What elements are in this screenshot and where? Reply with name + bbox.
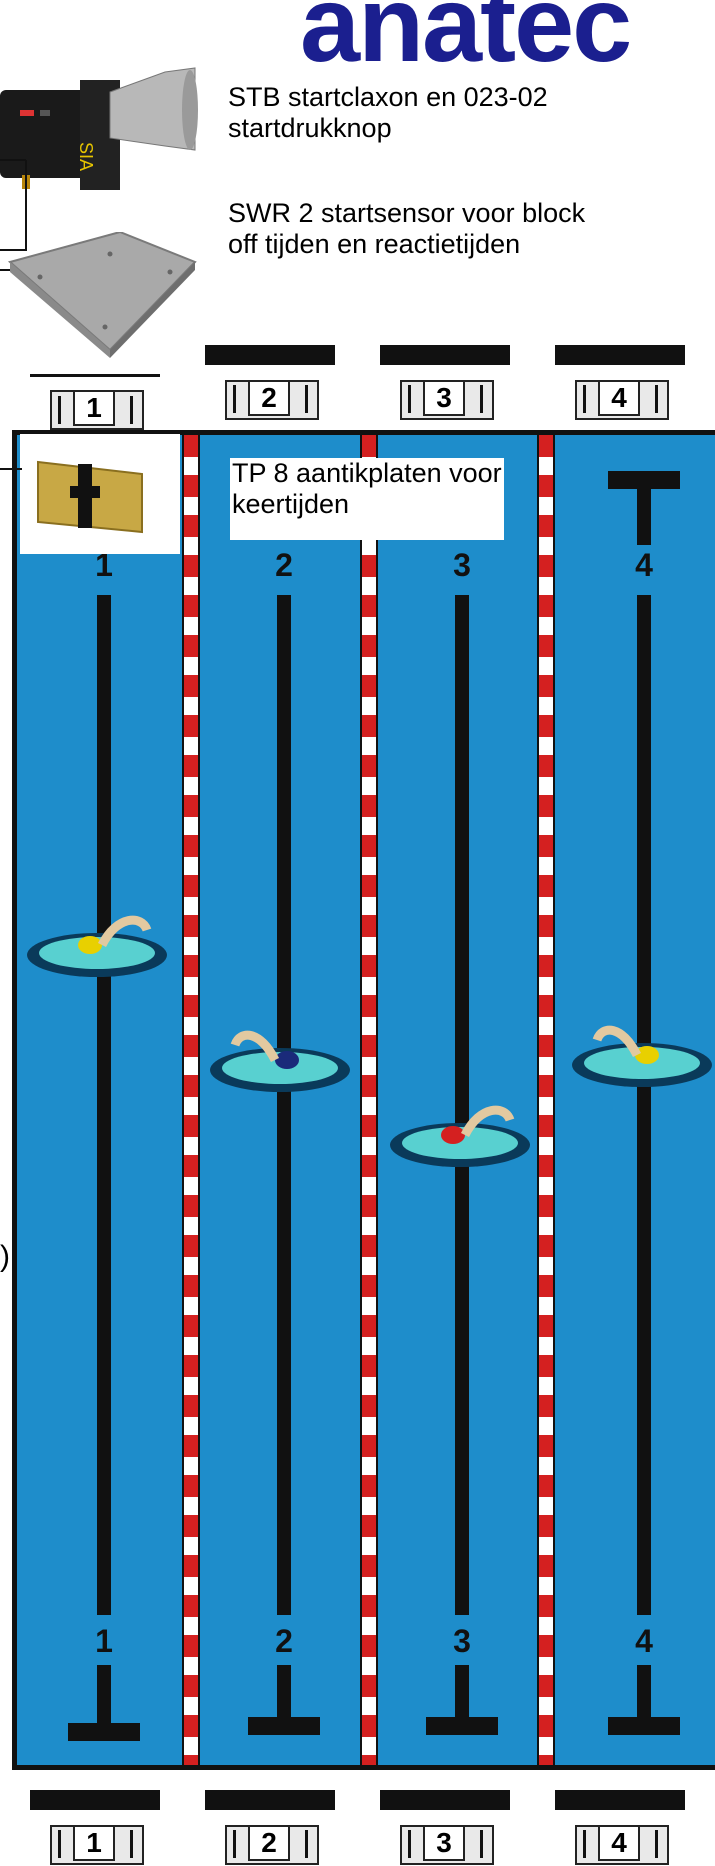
- start-sensor-plate-icon: [0, 232, 200, 362]
- start-block-bottom-4: 4: [555, 1790, 685, 1860]
- start-block-number: 2: [248, 1825, 290, 1861]
- label-tp: TP 8 aantikplaten voor keertijden: [230, 458, 504, 540]
- swimmer-icon: [385, 1095, 535, 1175]
- start-block-top-4: 4: [555, 345, 685, 415]
- brand-logo: anatec: [300, 0, 630, 78]
- lane-rope-2: [360, 435, 378, 1765]
- swimmer-icon: [22, 905, 172, 985]
- lane-number-bottom-3: 3: [442, 1623, 482, 1660]
- start-block-top-3: 3: [380, 345, 510, 415]
- swimmer-icon: [205, 1020, 355, 1100]
- label-swr: SWR 2 startsensor voor block off tijden …: [228, 198, 608, 260]
- start-block-number: 4: [598, 1825, 640, 1861]
- start-block-bottom-1: 1: [30, 1790, 160, 1860]
- start-block-number: 2: [248, 380, 290, 416]
- svg-text:SIA: SIA: [76, 142, 96, 171]
- lane-number-bottom-1: 1: [84, 1623, 124, 1660]
- start-block-number: 1: [73, 1825, 115, 1861]
- start-block-bottom-3: 3: [380, 1790, 510, 1860]
- lane-rope-3: [537, 435, 555, 1765]
- lane-number-bottom-2: 2: [264, 1623, 304, 1660]
- lane-line-4: [637, 595, 651, 1615]
- lane-rope-1: [182, 435, 200, 1765]
- start-block-top-1: 1: [30, 360, 160, 430]
- start-block-number: 3: [423, 380, 465, 416]
- start-block-number: 3: [423, 1825, 465, 1861]
- lane-line-1: [97, 595, 111, 1615]
- start-block-bottom-2: 2: [205, 1790, 335, 1860]
- start-block-top-2: 2: [205, 345, 335, 415]
- touchpad-icon: [20, 434, 180, 554]
- lane-number-top-4: 4: [624, 547, 664, 584]
- lane-number-top-2: 2: [264, 547, 304, 584]
- touchpad-device-box: [20, 434, 180, 554]
- label-stb: STB startclaxon en 023-02 startdrukknop: [228, 82, 648, 144]
- edge-fragment: ): [0, 1240, 10, 1274]
- device-wire: [0, 468, 22, 470]
- pool: 1 1 2 2 3 3 4 4: [12, 430, 715, 1770]
- start-block-number: 4: [598, 380, 640, 416]
- swimmer-icon: [567, 1015, 715, 1095]
- lane-number-top-3: 3: [442, 547, 482, 584]
- start-block-number: 1: [73, 390, 115, 426]
- lane-line-2: [277, 595, 291, 1615]
- lane-number-bottom-4: 4: [624, 1623, 664, 1660]
